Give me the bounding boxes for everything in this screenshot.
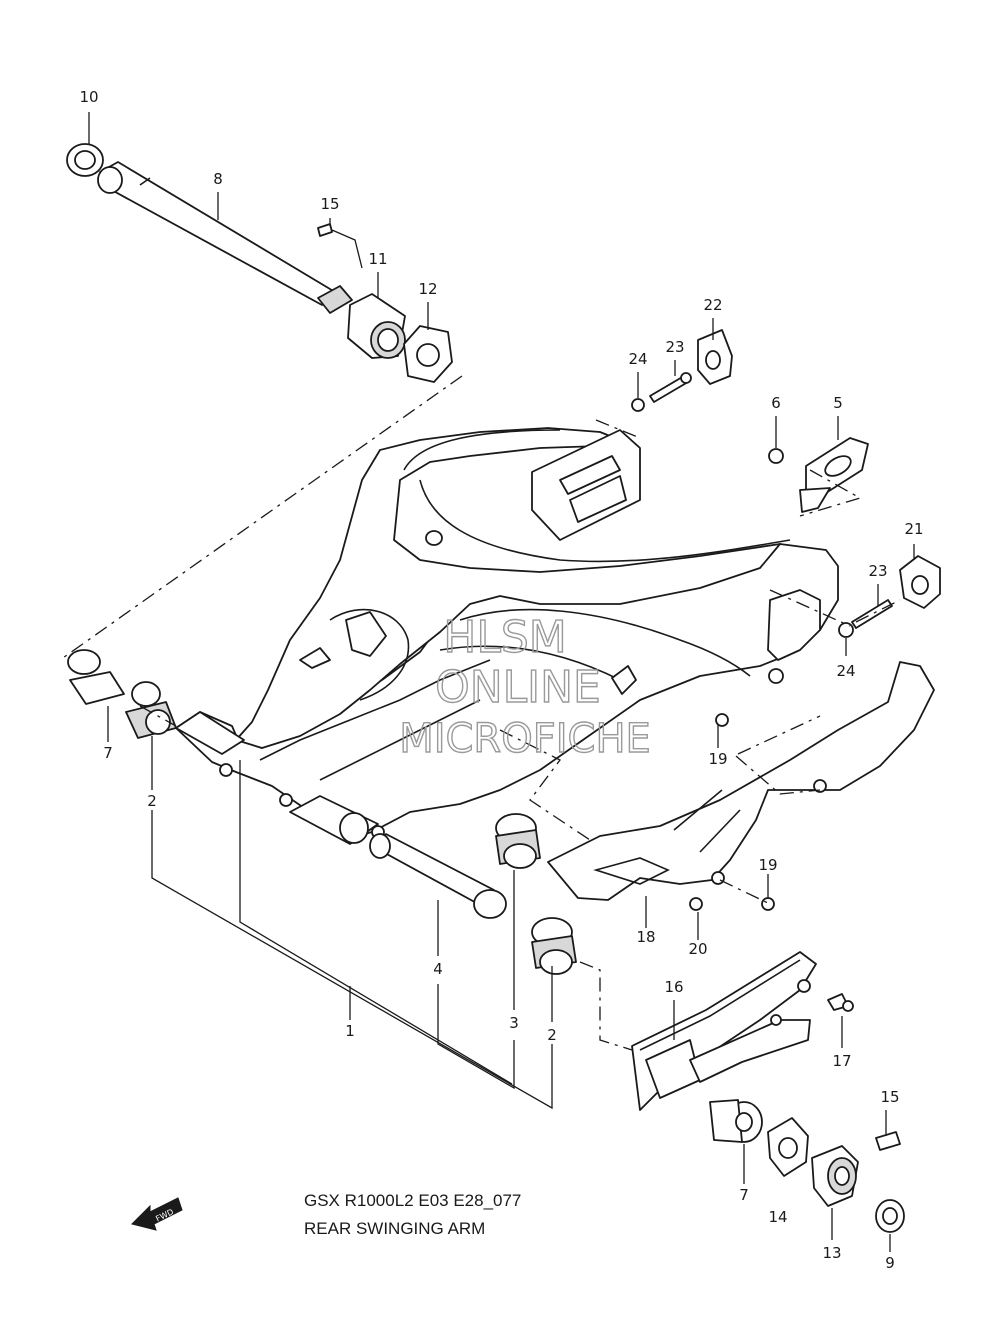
label-part-15-top: 15	[320, 195, 339, 213]
label-part-18: 18	[636, 928, 655, 946]
pivot-shaft-part	[66, 143, 353, 314]
adjuster-part	[317, 223, 453, 383]
label-part-23-right: 23	[868, 562, 887, 580]
adjuster-plate-part	[768, 437, 869, 513]
watermark-line-2: ONLINE	[435, 662, 601, 713]
chain-cover-part	[547, 661, 935, 911]
label-part-2-left: 2	[147, 792, 157, 810]
watermark-line-3: MICROFICHE	[399, 716, 651, 762]
label-part-15-bottom: 15	[880, 1088, 899, 1106]
label-part-19-lower: 19	[758, 856, 777, 874]
right-hardware-part	[709, 1099, 905, 1233]
leader-lines	[88, 112, 915, 1252]
bushing-left-part	[67, 649, 177, 739]
diagram-caption: GSX R1000L2 E03 E28_077 REAR SWINGING AR…	[304, 1191, 521, 1238]
label-part-14: 14	[768, 1208, 787, 1226]
label-part-3: 3	[509, 1014, 519, 1032]
label-part-9: 9	[885, 1254, 895, 1272]
diagram-code: GSX R1000L2 E03 E28_077	[304, 1191, 521, 1210]
label-part-2-right: 2	[547, 1026, 557, 1044]
chain-slider-part	[631, 951, 854, 1111]
label-part-7-left: 7	[103, 744, 113, 762]
spacer-shaft-part	[369, 833, 507, 919]
label-part-8: 8	[213, 170, 223, 188]
label-part-7-right: 7	[739, 1186, 749, 1204]
label-part-5: 5	[833, 394, 843, 412]
label-part-6: 6	[771, 394, 781, 412]
label-part-13: 13	[822, 1244, 841, 1262]
swingarm-body-part	[175, 427, 839, 845]
label-part-1: 1	[345, 1022, 355, 1040]
label-part-24-top: 24	[628, 350, 647, 368]
watermark-line-1: HLSM	[443, 612, 567, 663]
label-part-21: 21	[904, 520, 923, 538]
part-number-labels: 10 8 15 11 12 22 23 24 6 5 21 23 24 7 2 …	[79, 88, 923, 1272]
label-part-22: 22	[703, 296, 722, 314]
label-part-12: 12	[418, 280, 437, 298]
label-part-10: 10	[79, 88, 98, 106]
label-part-11: 11	[368, 250, 387, 268]
label-part-20: 20	[688, 940, 707, 958]
bearing-right-part	[495, 813, 577, 975]
diagram-title: REAR SWINGING ARM	[304, 1219, 485, 1238]
end-block-part	[838, 555, 941, 638]
label-part-24-right: 24	[836, 662, 855, 680]
watermark: HLSM ONLINE MICROFICHE	[398, 611, 651, 762]
fwd-arrow-icon: FWD	[131, 1197, 183, 1231]
assembly-lines	[59, 375, 901, 1051]
label-part-16: 16	[664, 978, 683, 996]
label-part-17: 17	[832, 1052, 851, 1070]
label-part-4: 4	[433, 960, 443, 978]
label-part-23-top: 23	[665, 338, 684, 356]
guard-bracket-part	[531, 329, 733, 541]
label-part-19-upper: 19	[708, 750, 727, 768]
